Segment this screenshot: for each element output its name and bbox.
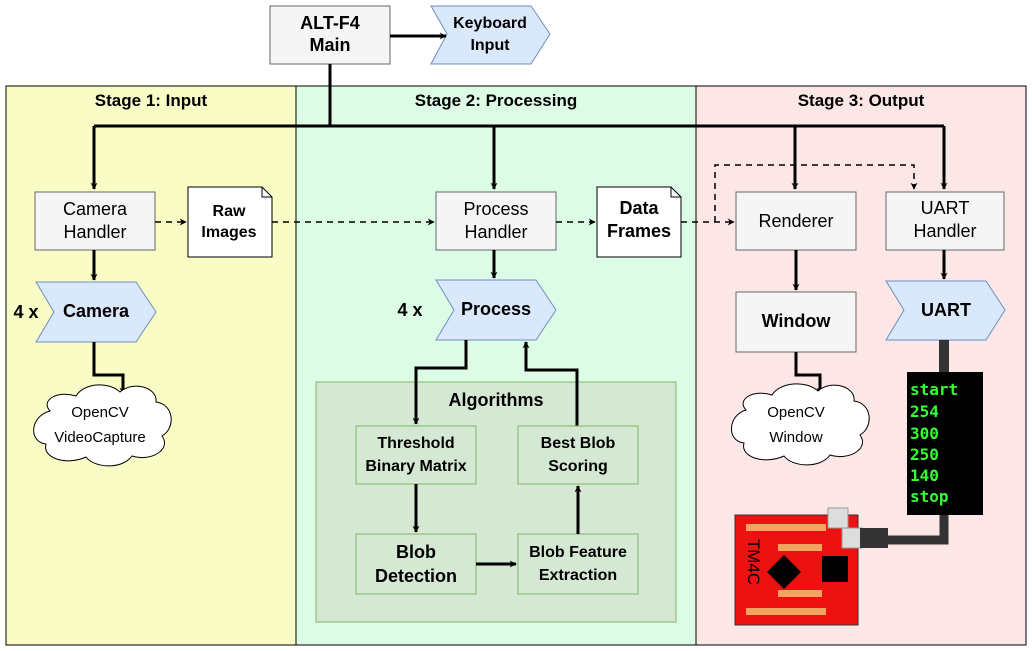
main-label-1: ALT-F4	[300, 13, 360, 33]
stage1-title: Stage 1: Input	[95, 91, 208, 110]
keyboard-label-1: Keyboard	[453, 15, 527, 32]
board-connector-right	[841, 527, 863, 549]
camera-to-cloud-arrow	[92, 342, 127, 395]
stage2-title: Stage 2: Processing	[415, 91, 578, 110]
terminal-line-6: stop	[910, 487, 949, 506]
threshold-label-2: Binary Matrix	[365, 458, 466, 475]
data-frames-note	[596, 186, 682, 258]
window-box	[735, 291, 857, 353]
blob-detection-label-2: Detection	[375, 566, 457, 586]
terminal-line-4: 250	[910, 445, 939, 464]
board-pad-4	[746, 608, 826, 615]
keyboard-label-2: Input	[470, 37, 510, 54]
data-frames-note-fold	[670, 187, 681, 198]
camera-label: Camera	[63, 301, 130, 321]
process-multiplier: 4 x	[397, 300, 422, 320]
terminal-line-5: 140	[910, 466, 939, 485]
window-to-cloud-arrow	[794, 352, 824, 395]
main-distribution-line	[94, 64, 944, 128]
window-label: Window	[762, 311, 832, 331]
board-label: TM4C	[744, 539, 763, 585]
tm4c-board: TM4C	[734, 507, 888, 626]
board-connector-left	[827, 507, 849, 529]
main-label-2: Main	[309, 35, 350, 55]
uart-handler-label-1: UART	[921, 198, 970, 218]
stage3-title: Stage 3: Output	[798, 91, 925, 110]
renderer-label: Renderer	[758, 211, 833, 231]
keyboard-input-arrow	[430, 5, 551, 65]
terminal-line-1: start	[910, 380, 958, 399]
camera-handler-label-2: Handler	[63, 222, 126, 242]
raw-images-note	[187, 186, 273, 258]
board-chip-diamond	[767, 555, 801, 589]
feature-label-1: Blob Feature	[529, 544, 627, 561]
data-frames-label-2: Frames	[607, 221, 671, 241]
raw-images-note-fold	[261, 187, 272, 198]
window-cloud-label-2: Window	[769, 429, 823, 446]
raw-images-label-2: Images	[201, 224, 256, 241]
uart-cable-bottom	[882, 514, 949, 545]
videocapture-cloud	[33, 384, 172, 467]
process-handler-box	[435, 191, 557, 251]
uart-label: UART	[921, 300, 971, 320]
uart-handler-label-2: Handler	[913, 221, 976, 241]
scoring-label-1: Best Blob	[541, 435, 616, 452]
camera-handler-box	[34, 191, 156, 251]
terminal-line-2: 254	[910, 402, 939, 421]
videocapture-label-1: OpenCV	[71, 404, 129, 421]
uart-cable-top	[939, 340, 949, 374]
board-pad-2	[778, 544, 822, 551]
board-chip-square	[822, 556, 848, 582]
board-usb-plug	[860, 528, 888, 548]
blob-detection-box	[355, 533, 477, 595]
window-cloud	[731, 383, 870, 466]
scoring-label-2: Scoring	[548, 458, 608, 475]
board-pad-1	[746, 524, 826, 531]
board-pad-3	[778, 590, 822, 597]
process-label: Process	[461, 299, 531, 319]
uart-arrow-shape	[885, 280, 1006, 341]
camera-multiplier: 4 x	[13, 302, 38, 322]
feature-box	[517, 533, 639, 595]
scoring-box	[517, 425, 639, 485]
threshold-label-1: Threshold	[377, 435, 454, 452]
camera-handler-label-1: Camera	[63, 199, 128, 219]
process-handler-label-1: Process	[463, 199, 528, 219]
process-handler-label-2: Handler	[464, 222, 527, 242]
renderer-box	[735, 191, 857, 251]
feature-label-2: Extraction	[539, 567, 617, 584]
camera-arrow-shape	[35, 281, 157, 343]
algorithms-title: Algorithms	[448, 390, 543, 410]
threshold-box	[355, 425, 477, 485]
scoring-to-process-arrow	[522, 341, 579, 426]
process-arrow-shape	[435, 279, 557, 341]
stage1-panel	[5, 85, 297, 646]
frames-to-uart-handler-arrow	[714, 164, 918, 222]
process-to-threshold-arrow	[412, 340, 468, 425]
raw-images-label-1: Raw	[213, 203, 246, 220]
terminal-window	[907, 372, 983, 515]
terminal-line-3: 300	[910, 424, 939, 443]
videocapture-label-2: VideoCapture	[54, 429, 145, 446]
window-cloud-label-1: OpenCV	[767, 404, 825, 421]
data-frames-label-1: Data	[619, 198, 659, 218]
blob-detection-label-1: Blob	[396, 542, 436, 562]
uart-handler-box	[885, 191, 1005, 251]
main-box	[269, 5, 391, 65]
